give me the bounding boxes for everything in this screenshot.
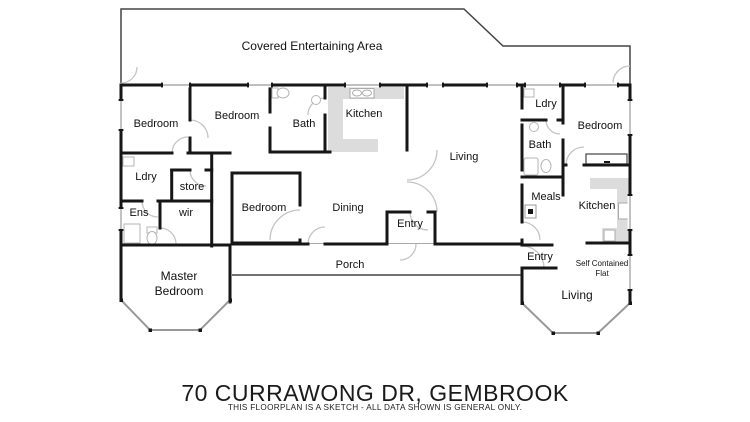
room-label-bedroom-right: Bedroom bbox=[577, 120, 623, 132]
meals-cupboard bbox=[524, 204, 537, 219]
windows bbox=[118, 82, 633, 291]
room-label-bedroom-left-2: Bedroom bbox=[214, 110, 260, 122]
door-arcs bbox=[120, 65, 631, 269]
room-label-dining: Dining bbox=[332, 202, 364, 214]
room-label-living-right: Living bbox=[561, 288, 593, 302]
room-label-kitchen-right: Kitchen bbox=[578, 200, 616, 212]
robe-bedroom-right bbox=[585, 153, 628, 165]
room-label-bath-left: Bath bbox=[292, 118, 316, 130]
room-label-store: store bbox=[179, 181, 205, 193]
room-label-meals: Meals bbox=[531, 191, 561, 203]
plan-disclaimer: THIS FLOORPLAN IS A SKETCH - ALL DATA SH… bbox=[227, 403, 523, 412]
room-label-wir: wir bbox=[178, 207, 194, 219]
room-label-ldry-right: Ldry bbox=[535, 98, 557, 110]
room-label-self-contained-flat: Self Contained Flat bbox=[575, 259, 629, 278]
room-label-master-bedroom: Master Bedroom bbox=[154, 269, 204, 298]
room-label-living-main: Living bbox=[449, 151, 479, 163]
room-label-ldry-left: Ldry bbox=[135, 171, 157, 183]
covered-area-outline bbox=[120, 8, 631, 85]
room-label-porch: Porch bbox=[335, 259, 365, 271]
room-label-bedroom-left-1: Bedroom bbox=[133, 118, 179, 130]
room-label-entry-right: Entry bbox=[527, 251, 553, 263]
room-label-kitchen-main: Kitchen bbox=[345, 108, 383, 120]
room-label-ens: Ens bbox=[129, 207, 149, 219]
room-label-entry-main: Entry bbox=[397, 218, 423, 230]
plan-title: 70 CURRAWONG DR, GEMBROOK bbox=[181, 380, 569, 406]
porch-outline bbox=[232, 243, 522, 276]
room-label-covered-entertaining-area: Covered Entertaining Area bbox=[241, 39, 383, 53]
room-label-bath-right: Bath bbox=[528, 139, 552, 151]
room-label-bedroom-mid: Bedroom bbox=[241, 202, 287, 214]
bathroom-fixtures bbox=[122, 87, 552, 245]
bay-windows bbox=[119, 298, 632, 335]
